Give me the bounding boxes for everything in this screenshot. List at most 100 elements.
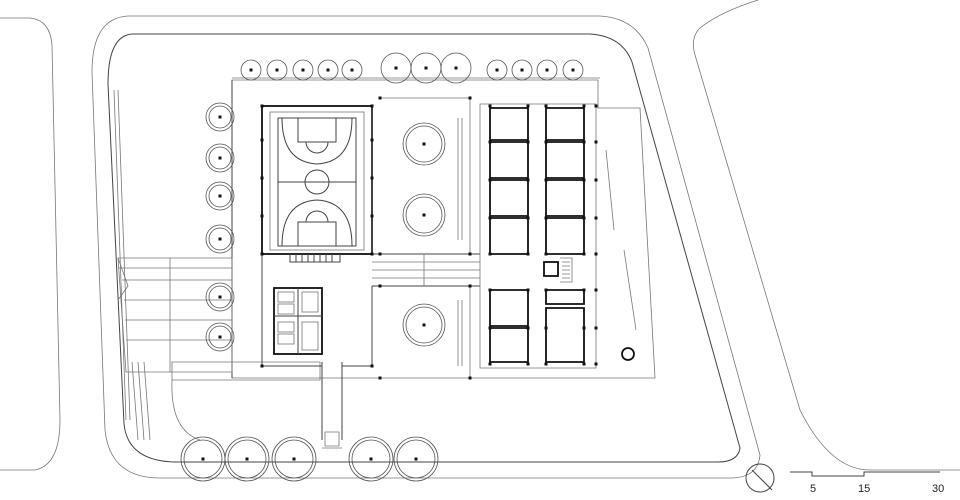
column-marker (370, 104, 374, 108)
tree-trunk (275, 68, 279, 72)
column-marker (544, 326, 548, 330)
column-marker (594, 140, 598, 144)
tree-trunk (369, 457, 373, 461)
tree-canopy-inner (351, 439, 391, 479)
scale-bar: 5 15 30 (790, 471, 944, 495)
column-marker (378, 252, 382, 256)
column-marker (488, 288, 492, 292)
column-marker (260, 104, 264, 108)
tree-icon (205, 143, 235, 173)
sports-hall (261, 105, 373, 263)
tree-icon (224, 436, 270, 482)
circulation-core (261, 106, 373, 367)
column-marker (544, 178, 548, 182)
tree-icon (271, 436, 317, 482)
column-marker (468, 96, 472, 100)
road-east (692, 0, 960, 471)
tree-icon (341, 59, 363, 81)
tree-row-west (205, 102, 235, 352)
tree-trunk (545, 68, 549, 72)
courtyard-north (380, 97, 471, 255)
tree-canopy-inner (405, 196, 443, 234)
tree-icon (348, 436, 394, 482)
column-marker (488, 104, 492, 108)
column-marker (594, 326, 598, 330)
tree-trunk (394, 66, 398, 70)
scale-label-15: 15 (858, 483, 870, 495)
tree-trunk (201, 457, 205, 461)
north-arrow-icon (745, 463, 775, 493)
column-marker (544, 140, 548, 144)
entry-path (321, 362, 343, 449)
tree-trunk (422, 142, 426, 146)
column-marker (488, 216, 492, 220)
column-marker (544, 216, 548, 220)
column-marker (582, 178, 586, 182)
column-marker (526, 140, 530, 144)
column-marker (594, 362, 598, 366)
column-marker (526, 216, 530, 220)
tree-icon (393, 436, 439, 482)
tree-row-south (180, 436, 439, 482)
column-marker (594, 288, 598, 292)
column-marker (544, 288, 548, 292)
tree-icon (317, 59, 339, 81)
tree-icon (205, 181, 235, 211)
road-west (0, 17, 61, 471)
column-marker (526, 326, 530, 330)
tree-icon (402, 193, 446, 237)
column-marker (582, 216, 586, 220)
classroom-wing (479, 103, 597, 369)
tree-trunk (414, 457, 418, 461)
column-marker (370, 214, 374, 218)
tree-icon (402, 303, 446, 347)
tree-icon (511, 59, 533, 81)
tree-icon (292, 59, 314, 81)
tree-trunk (520, 68, 524, 72)
tree-icon (440, 52, 472, 84)
tree-trunk (326, 68, 330, 72)
tree-canopy-inner (274, 439, 314, 479)
column-marker (370, 138, 374, 142)
tree-row-north (240, 52, 584, 84)
tree-icon (205, 282, 235, 312)
column-marker (582, 362, 586, 366)
column-marker (260, 364, 264, 368)
toilet-block (273, 287, 323, 355)
column-marker (582, 140, 586, 144)
embankment-west (113, 89, 131, 421)
tree-canopy-inner (405, 306, 443, 344)
column-marker (544, 252, 548, 256)
entrance-canopy (117, 257, 233, 373)
column-marker (594, 216, 598, 220)
tree-canopy-inner (208, 146, 232, 170)
column-marker (582, 104, 586, 108)
tree-trunk (249, 68, 253, 72)
tree-icon (205, 224, 235, 254)
column-marker (488, 252, 492, 256)
column-marker (468, 284, 472, 288)
column-marker (488, 140, 492, 144)
tree-icon (536, 59, 558, 81)
tree-trunk (292, 457, 296, 461)
tree-trunk (422, 213, 426, 217)
tree-canopy-inner (208, 227, 232, 251)
tree-trunk (218, 335, 222, 339)
column-marker (594, 252, 598, 256)
tree-canopy-inner (208, 105, 232, 129)
tree-canopy-inner (208, 325, 232, 349)
column-marker (526, 178, 530, 182)
tree-trunk (571, 68, 575, 72)
tree-icon (486, 59, 508, 81)
tree-canopy-inner (227, 439, 267, 479)
south-ramp (131, 361, 321, 441)
tree-trunk (218, 295, 222, 299)
tree-canopy-inner (208, 184, 232, 208)
tree-trunk (218, 115, 222, 119)
column-marker (526, 104, 530, 108)
tree-trunk (350, 68, 354, 72)
column-marker (488, 326, 492, 330)
east-landscape (605, 149, 637, 361)
structural-columns (260, 96, 598, 380)
